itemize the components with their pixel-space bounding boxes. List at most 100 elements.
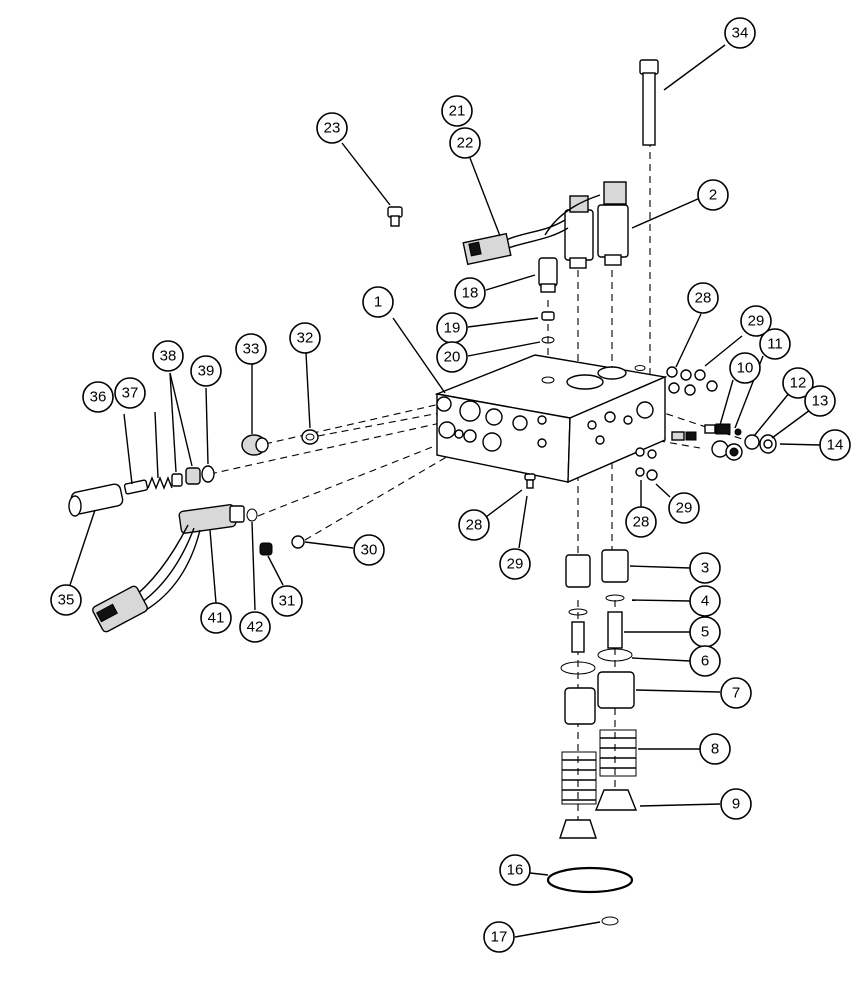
spool-stack-left: [559, 554, 597, 839]
svg-text:13: 13: [812, 393, 829, 410]
svg-text:33: 33: [243, 341, 260, 358]
plug-cluster-top-right: [666, 366, 718, 396]
spring-37: [147, 476, 173, 490]
svg-text:36: 36: [90, 389, 107, 406]
callout-32: 32: [289, 322, 321, 354]
callout-3: 3: [689, 552, 721, 584]
callout-19: 19: [436, 312, 468, 344]
callout-16: 16: [499, 854, 531, 886]
svg-text:4: 4: [701, 593, 709, 610]
svg-text:16: 16: [507, 862, 524, 879]
svg-text:10: 10: [737, 360, 754, 377]
callout-8: 8: [699, 733, 731, 765]
callout-14: 14: [819, 429, 851, 461]
sensor-41: [92, 504, 245, 633]
callout-5: 5: [689, 616, 721, 648]
svg-text:35: 35: [58, 592, 75, 609]
callout-39: 39: [190, 355, 222, 387]
plug-28-29-bottom: [524, 473, 536, 489]
svg-text:29: 29: [676, 500, 693, 517]
svg-text:34: 34: [732, 25, 749, 42]
svg-text:30: 30: [361, 542, 378, 559]
plug-31: [259, 542, 273, 556]
washers-38: [171, 467, 201, 487]
o-ring-16: [546, 866, 634, 894]
svg-text:7: 7: [732, 685, 740, 702]
callout-29-bottom-right: 29: [668, 492, 700, 524]
svg-text:14: 14: [827, 437, 844, 454]
callout-42: 42: [239, 611, 271, 643]
callout-28-bottom-left: 28: [458, 509, 490, 541]
ring-20: [541, 336, 555, 344]
callout-20: 20: [436, 341, 468, 373]
callout-13: 13: [804, 385, 836, 417]
ring-17: [601, 916, 619, 926]
callout-41: 41: [200, 602, 232, 634]
callout-36: 36: [82, 381, 114, 413]
valve-body: [434, 354, 668, 484]
svg-text:8: 8: [711, 741, 719, 758]
svg-text:11: 11: [767, 336, 783, 353]
svg-text:32: 32: [297, 330, 314, 347]
svg-text:20: 20: [444, 349, 461, 366]
cartridge-35: [68, 483, 124, 517]
leader-lines: [69, 44, 821, 938]
callout-29-bottom-left: 29: [499, 548, 531, 580]
callout-11: 11: [759, 328, 791, 360]
callout-38: 38: [152, 340, 184, 372]
callout-34: 34: [724, 17, 756, 49]
callout-30: 30: [353, 534, 385, 566]
callout-31: 31: [271, 585, 303, 617]
spool-stack-right: [594, 549, 638, 811]
svg-text:28: 28: [466, 517, 483, 534]
callout-1: 1: [362, 286, 394, 318]
svg-text:39: 39: [198, 363, 215, 380]
callout-33: 33: [235, 333, 267, 365]
screw-23: [387, 206, 403, 227]
svg-text:18: 18: [462, 285, 479, 302]
callout-4: 4: [689, 585, 721, 617]
callout-21: 21: [441, 95, 473, 127]
svg-text:22: 22: [457, 135, 474, 152]
solenoid-assembly: [462, 181, 629, 269]
svg-text:17: 17: [491, 929, 508, 946]
pin-36: [123, 479, 149, 495]
svg-text:5: 5: [701, 624, 709, 641]
callout-6: 6: [689, 645, 721, 677]
callout-22: 22: [449, 127, 481, 159]
svg-text:19: 19: [444, 320, 461, 337]
svg-text:41: 41: [208, 610, 225, 627]
callout-28-bottom-right: 28: [625, 506, 657, 538]
seal-19: [541, 311, 555, 321]
callout-28-top: 28: [687, 282, 719, 314]
callout-37: 37: [114, 377, 146, 409]
bolt-34: [639, 59, 659, 146]
callout-12: 12: [782, 367, 814, 399]
ring-42: [246, 508, 258, 522]
svg-text:37: 37: [122, 385, 139, 402]
svg-text:6: 6: [701, 653, 709, 670]
svg-text:31: 31: [279, 593, 296, 610]
svg-text:38: 38: [160, 348, 177, 365]
plug-32: [301, 429, 319, 445]
callout-23: 23: [316, 112, 348, 144]
relief-valve-parts: [671, 423, 777, 461]
callout-7: 7: [720, 677, 752, 709]
svg-text:23: 23: [324, 120, 341, 137]
svg-text:3: 3: [701, 560, 709, 577]
callout-35: 35: [50, 584, 82, 616]
svg-text:2: 2: [709, 187, 717, 204]
callout-29-top: 29: [740, 305, 772, 337]
svg-text:29: 29: [748, 313, 765, 330]
svg-text:12: 12: [790, 375, 807, 392]
svg-text:21: 21: [449, 103, 466, 120]
svg-text:9: 9: [732, 796, 740, 813]
callout-9: 9: [720, 788, 752, 820]
callout-18: 18: [454, 277, 486, 309]
callout-17: 17: [483, 921, 515, 953]
svg-text:29: 29: [507, 556, 524, 573]
svg-text:42: 42: [247, 619, 264, 636]
plug-30: [291, 535, 305, 549]
fitting-18: [538, 257, 558, 293]
